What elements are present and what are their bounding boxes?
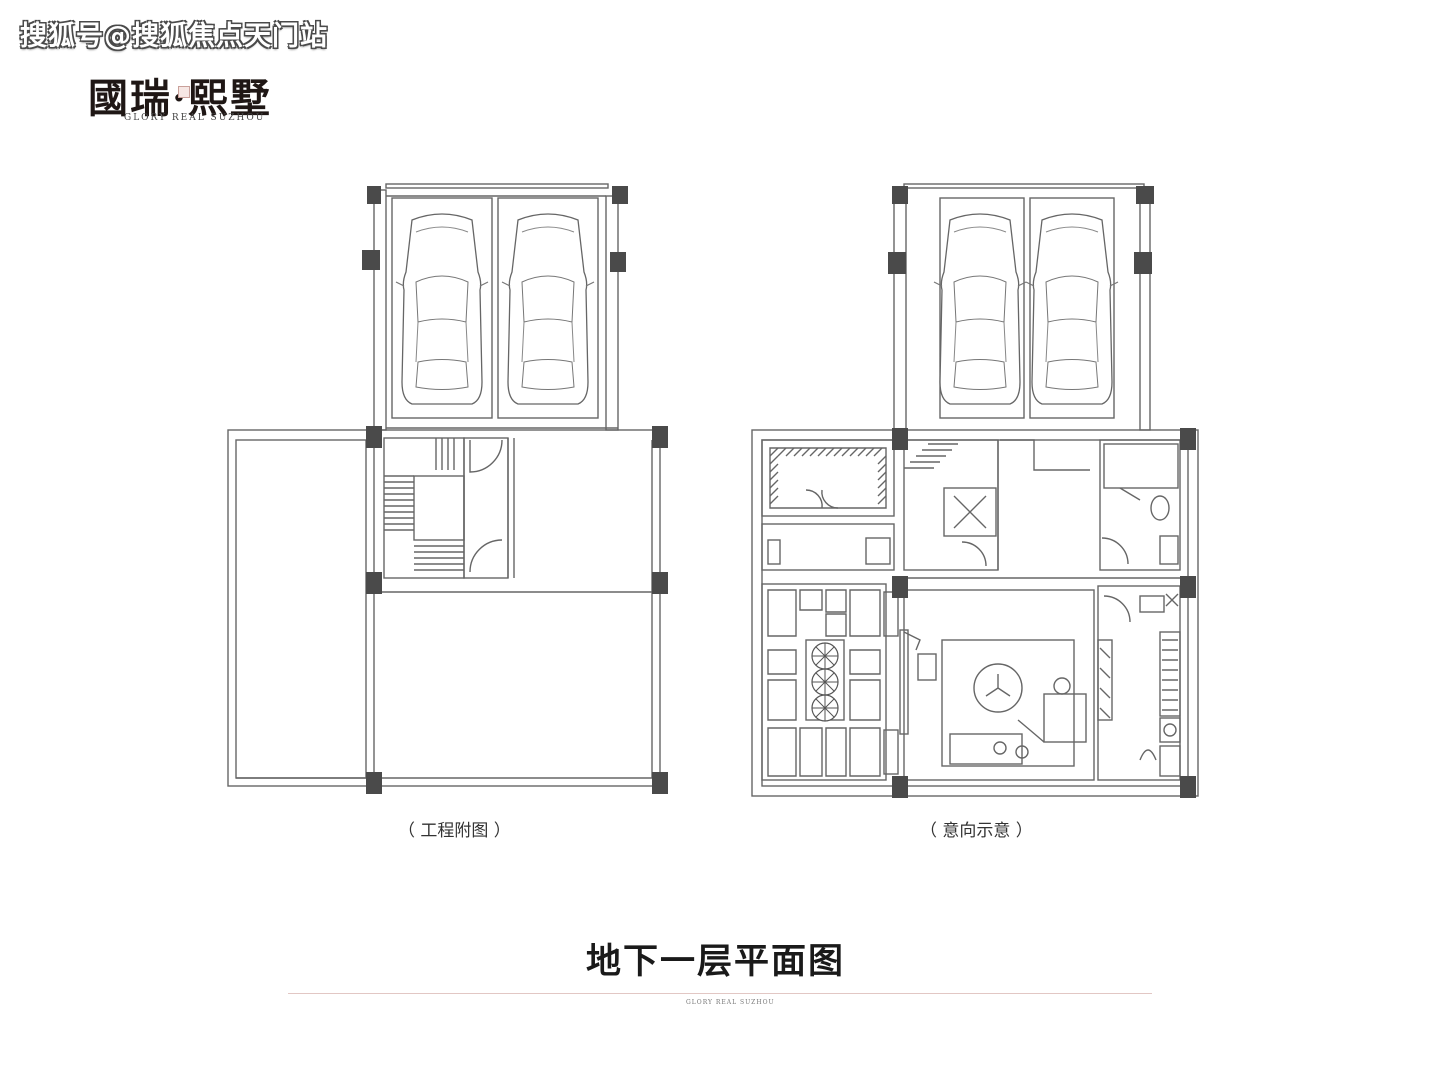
engineering-plan-columns (362, 186, 668, 794)
caption-intent: （ 意向示意 ） (920, 821, 1033, 841)
intent-plan-cars (933, 213, 1119, 405)
watermark-text: 搜狐号@搜狐焦点天门站 (20, 21, 328, 52)
page-title: 地下一层平面图 (586, 941, 846, 982)
logo-seal-icon (178, 86, 190, 98)
caption-engineering: （ 工程附图 ） (398, 821, 511, 841)
intent-plan-fans (811, 642, 839, 722)
intent-plan (751, 183, 1199, 797)
brand-logo: 國瑞·熙墅 GLORY REAL SUZHOU (88, 66, 288, 136)
footer-brand: GLORY REAL SUZHOU (686, 999, 775, 1006)
footer-divider (288, 993, 1152, 994)
engineering-plan (227, 183, 661, 787)
logo-english: GLORY REAL SUZHOU (124, 113, 266, 123)
intent-plan-columns (888, 186, 1196, 798)
logo-chinese: 國瑞·熙墅 (88, 75, 272, 122)
engineering-plan-cars (395, 213, 595, 405)
